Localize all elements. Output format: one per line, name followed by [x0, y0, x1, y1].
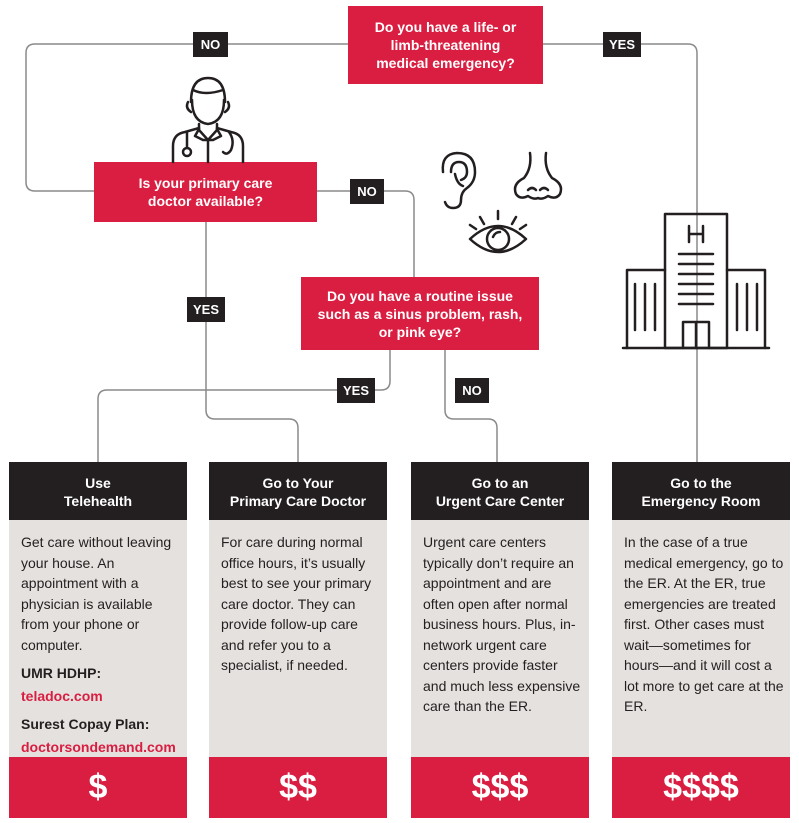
card-urgent-care-title-line-2: Urgent Care Center	[435, 493, 565, 509]
card-emergency-room-title-line-1: Go to the	[670, 475, 732, 491]
card-telehealth-description: Get care without leaving your house. An …	[21, 534, 172, 653]
card-urgent-care-cost: $$$	[411, 757, 589, 818]
card-primary-care: Go to Your Primary Care Doctor For care …	[209, 462, 387, 818]
card-primary-care-title-line-2: Primary Care Doctor	[229, 493, 367, 509]
card-emergency-room-cost: $$$$	[612, 757, 790, 818]
card-emergency-room-title-line-2: Emergency Room	[641, 493, 761, 509]
connector-q1-no	[25, 43, 348, 192]
tag-q3-yes: YES	[337, 378, 375, 403]
plan-umr-label: UMR HDHP:	[21, 665, 102, 681]
question-emergency-line-3: medical emergency?	[376, 55, 515, 71]
tag-q1-no: NO	[193, 32, 228, 57]
card-telehealth-header: Use Telehealth	[9, 462, 187, 520]
nose-icon	[513, 151, 563, 200]
ear-icon	[441, 151, 477, 210]
connector-q2-yes	[205, 222, 299, 462]
connector-q2-no	[317, 190, 415, 277]
question-primary-care-line-2: doctor available?	[147, 193, 264, 209]
card-urgent-care-body: Urgent care centers typically don’t requ…	[423, 532, 583, 717]
card-primary-care-title-line-1: Go to Your	[262, 475, 334, 491]
card-telehealth-body: Get care without leaving your house. An …	[21, 532, 179, 757]
card-telehealth: Use Telehealth Get care without leaving …	[9, 462, 187, 818]
connector-q3-no	[444, 350, 498, 462]
question-routine-issue-line-2: such as a sinus problem, rash,	[317, 305, 523, 322]
question-emergency-line-1: Do you have a life- or	[374, 19, 517, 35]
question-routine-issue-line-3: or pink eye?	[378, 323, 462, 340]
card-emergency-room-description: In the case of a true medical emergency,…	[624, 534, 784, 714]
question-routine-issue-line-1: Do you have a routine issue	[327, 287, 513, 304]
tag-q2-yes: YES	[187, 297, 225, 322]
card-primary-care-header: Go to Your Primary Care Doctor	[209, 462, 387, 520]
doctor-icon	[171, 76, 245, 164]
question-emergency: Do you have a life- or limb-threatening …	[348, 6, 543, 84]
card-emergency-room-header: Go to the Emergency Room	[612, 462, 790, 520]
card-primary-care-body: For care during normal office hours, it’…	[221, 532, 381, 676]
tag-q2-no: NO	[350, 179, 384, 204]
question-emergency-line-2: limb-threatening	[390, 37, 501, 53]
question-routine-issue: Do you have a routine issue such as a si…	[301, 277, 539, 350]
question-primary-care: Is your primary care doctor available?	[94, 162, 317, 222]
card-telehealth-title-line-2: Telehealth	[63, 493, 133, 509]
connector-q3-yes	[97, 350, 391, 462]
teladoc-link[interactable]: teladoc.com	[21, 687, 103, 704]
connector-q1-yes	[543, 43, 698, 462]
card-primary-care-description: For care during normal office hours, it’…	[221, 534, 372, 673]
card-primary-care-cost: $$	[209, 757, 387, 818]
hospital-icon	[621, 212, 771, 350]
card-emergency-room-body: In the case of a true medical emergency,…	[624, 532, 784, 717]
card-urgent-care-description: Urgent care centers typically don’t requ…	[423, 534, 581, 714]
tag-q3-no: NO	[455, 378, 489, 403]
card-telehealth-title-line-1: Use	[85, 475, 111, 491]
question-primary-care-line-1: Is your primary care	[138, 175, 273, 191]
card-emergency-room: Go to the Emergency Room In the case of …	[612, 462, 790, 818]
card-urgent-care-header: Go to an Urgent Care Center	[411, 462, 589, 520]
card-telehealth-cost: $	[9, 757, 187, 818]
card-urgent-care: Go to an Urgent Care Center Urgent care …	[411, 462, 589, 818]
tag-q1-yes: YES	[603, 32, 641, 57]
doctorsondemand-link[interactable]: doctorsondemand.com	[21, 738, 176, 755]
plan-surest-label: Surest Copay Plan:	[21, 716, 150, 732]
card-urgent-care-title-line-1: Go to an	[471, 475, 529, 491]
eye-icon	[468, 209, 528, 254]
